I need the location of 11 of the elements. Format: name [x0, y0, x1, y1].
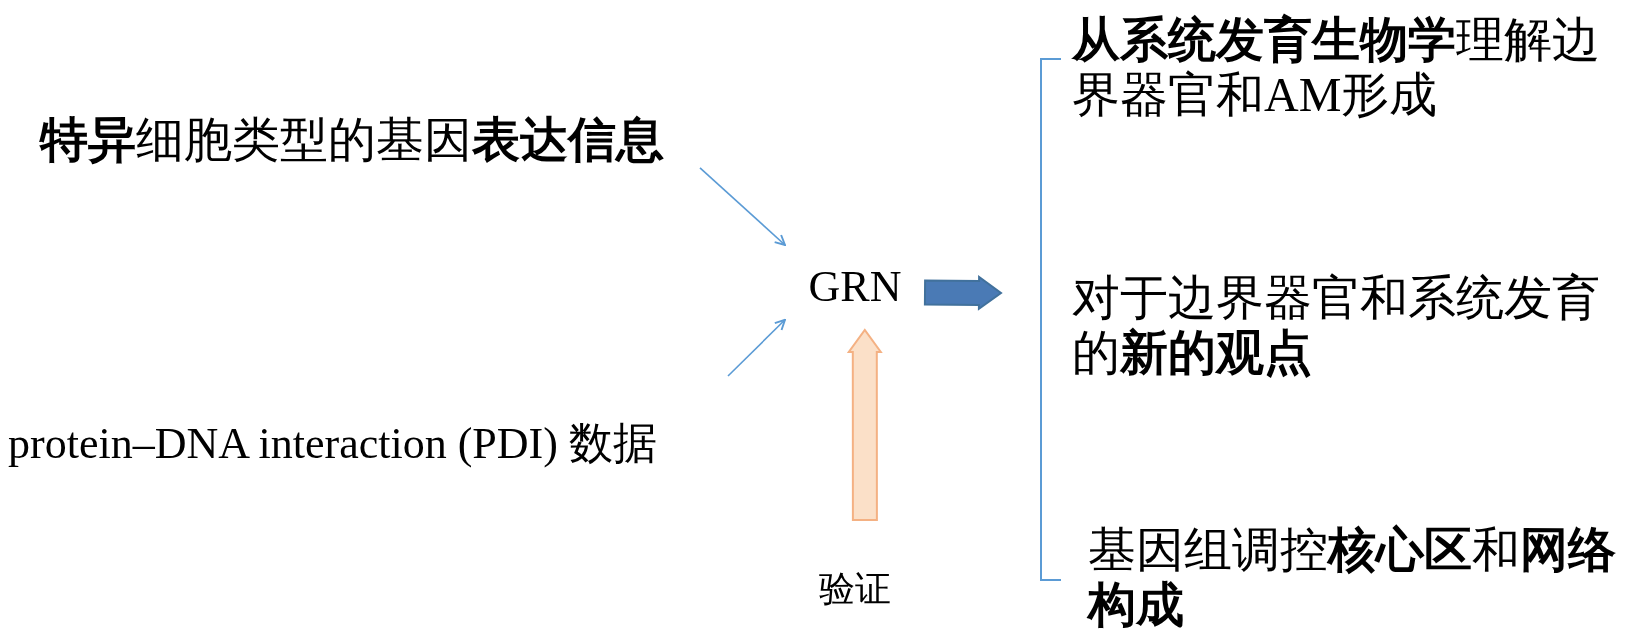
pdi-data-label: protein–DNA interaction (PDI) 数据 [8, 419, 657, 470]
validation-label: 验证 [819, 568, 891, 610]
arrow [699, 167, 786, 246]
outcome-text: 基因组调控核心区和网络构成 [1088, 522, 1617, 633]
gene-expression-label: 特异细胞类型的基因表达信息 [40, 112, 665, 168]
arrow [727, 318, 786, 377]
outcome-text: 对于边界器官和系统发育的新的观点 [1072, 270, 1601, 381]
outcome-text: 从系统发育生物学理解边界器官和AM形成 [1072, 12, 1601, 123]
block-arrow [923, 274, 1003, 311]
block-arrow [846, 328, 883, 521]
grn-label: GRN [808, 262, 902, 313]
